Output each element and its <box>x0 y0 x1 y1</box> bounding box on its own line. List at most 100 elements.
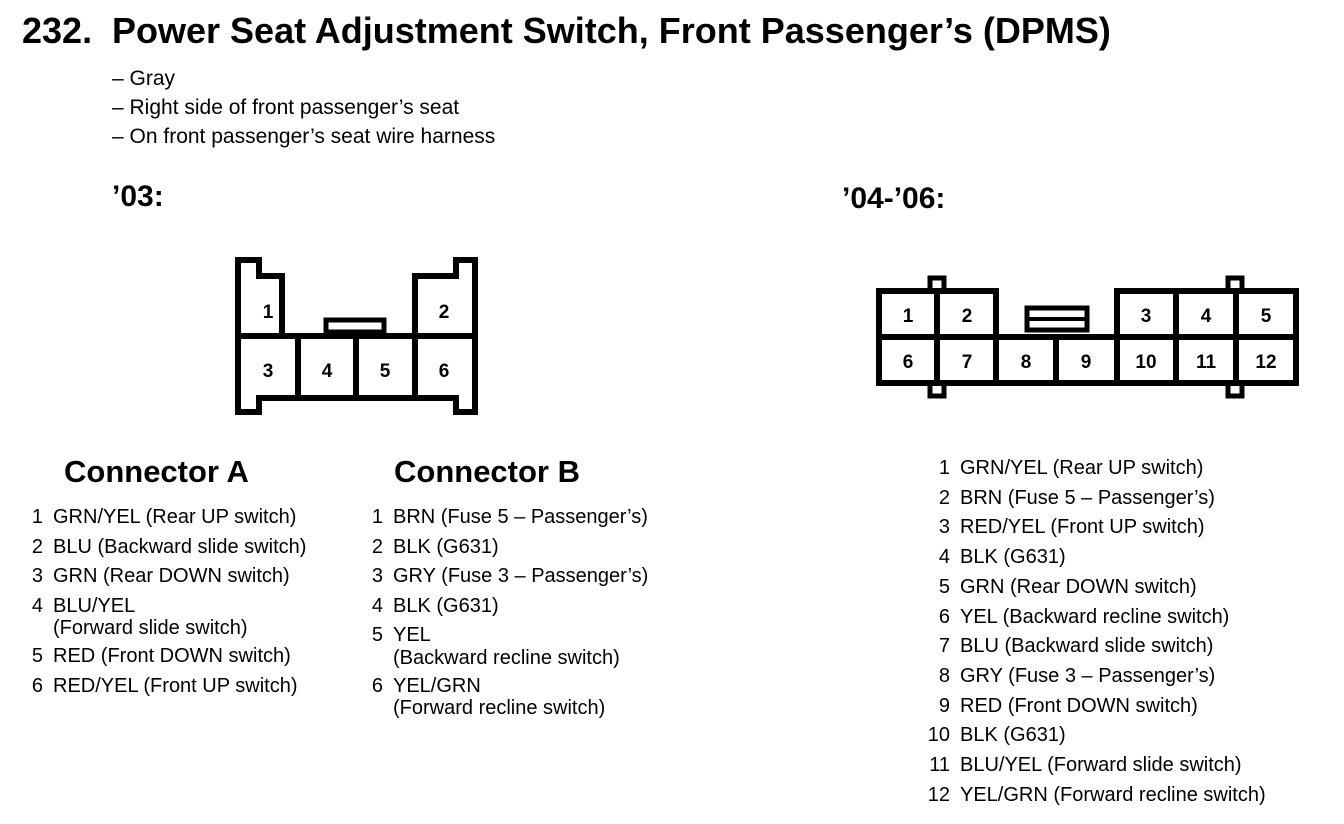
pin-number: 6 <box>371 674 383 697</box>
list-item-continuation: (Forward slide switch) <box>18 617 306 639</box>
pin-label: 2 <box>439 302 450 323</box>
pin-description: GRN (Rear DOWN switch) <box>53 565 290 587</box>
pin-number: 3 <box>31 565 43 587</box>
pin-description: BLK (G631) <box>960 546 1066 569</box>
pin-number: 11 <box>929 754 950 777</box>
pin-number: 3 <box>938 516 950 539</box>
component-notes: – Gray – Right side of front passenger’s… <box>112 64 495 151</box>
list-item: 4 BLU/YEL <box>18 592 306 622</box>
pin-number: 8 <box>938 664 950 687</box>
pin-label: 1 <box>263 302 274 323</box>
pin-description: YEL/GRN <box>393 674 481 697</box>
pin-label: 3 <box>263 361 274 382</box>
pin-number: 9 <box>938 694 950 717</box>
list-item: 1 GRN/YEL (Rear UP switch) <box>924 454 1266 484</box>
list-item: 11 BLU/YEL (Forward slide switch) <box>924 751 1266 781</box>
pin-description: RED (Front DOWN switch) <box>53 645 291 667</box>
list-item: 2 BRN (Fuse 5 – Passenger’s) <box>924 484 1266 514</box>
pin-label: 5 <box>380 361 391 382</box>
pin-description: RED (Front DOWN switch) <box>960 694 1198 717</box>
pin-label: 11 <box>1196 352 1217 373</box>
pin-description-continued: (Backward recline switch) <box>393 646 620 669</box>
list-item: 2 BLU (Backward slide switch) <box>18 533 307 563</box>
pin-number: 5 <box>938 575 950 598</box>
pin-label: 2 <box>962 306 973 327</box>
pin-description: RED/YEL (Front UP switch) <box>53 674 298 697</box>
pin-number: 7 <box>938 635 950 658</box>
year-label-2004-2006: ’04-’06: <box>842 182 946 215</box>
list-item: 1 GRN/YEL (Rear UP switch) <box>18 503 306 533</box>
connector-2004-2006-diagram: 1 2 3 4 5 6 7 8 9 10 11 12 <box>876 275 1299 399</box>
pin-description: BLK (G631) <box>960 724 1066 747</box>
pin-cavity-1 <box>235 257 285 339</box>
pin-description: YEL (Backward recline switch) <box>960 605 1230 628</box>
pin-description: YEL <box>393 624 431 646</box>
connector-a-title: Connector A <box>64 454 249 489</box>
pin-description: BLK (G631) <box>393 594 499 617</box>
pin-description: GRY (Fuse 3 – Passenger’s) <box>960 664 1216 687</box>
list-item: 6 YEL/GRN <box>358 672 648 702</box>
pin-description: BLU/YEL (Forward slide switch) <box>960 754 1242 777</box>
pin-description: GRN/YEL (Rear UP switch) <box>53 506 297 528</box>
pin-number: 2 <box>31 535 43 558</box>
pin-description-continued: (Forward recline switch) <box>393 697 606 719</box>
pin-label: 6 <box>903 352 914 373</box>
pin-description: YEL/GRN (Forward recline switch) <box>960 783 1266 806</box>
pin-label: 9 <box>1081 352 1092 373</box>
pin-number: 3 <box>371 565 383 587</box>
pin-number: 10 <box>927 724 950 747</box>
pin-description: BRN (Fuse 5 – Passenger’s) <box>960 486 1215 509</box>
pin-number: 6 <box>938 605 950 628</box>
connector-b-title: Connector B <box>394 454 580 489</box>
note-location: – Right side of front passenger’s seat <box>112 96 460 119</box>
list-item-continuation: (Backward recline switch) <box>358 647 648 669</box>
pin-label: 4 <box>1201 306 1212 327</box>
pin-description: BRN (Fuse 5 – Passenger’s) <box>393 506 648 528</box>
pin-label: 12 <box>1255 352 1276 373</box>
pin-number: 4 <box>31 594 43 617</box>
pin-description: GRN (Rear DOWN switch) <box>960 575 1197 598</box>
page-title: 232.Power Seat Adjustment Switch, Front … <box>22 10 1111 52</box>
pin-number: 1 <box>31 506 43 528</box>
connector-lower-body <box>235 333 478 415</box>
pin-description: BLK (G631) <box>393 535 499 558</box>
pin-number: 2 <box>938 486 950 509</box>
list-item: 9 RED (Front DOWN switch) <box>924 692 1266 722</box>
pin-description: RED/YEL (Front UP switch) <box>960 516 1205 539</box>
pin-description: GRY (Fuse 3 – Passenger’s) <box>393 565 649 587</box>
pin-label: 3 <box>1141 306 1152 327</box>
pin-description: GRN/YEL (Rear UP switch) <box>960 457 1204 479</box>
component-name: Power Seat Adjustment Switch, Front Pass… <box>112 10 1111 51</box>
pin-number: 6 <box>31 674 43 697</box>
pin-description: BLU/YEL <box>53 594 136 617</box>
list-item: 3 GRN (Rear DOWN switch) <box>18 562 306 592</box>
pin-description: BLU (Backward slide switch) <box>960 635 1214 658</box>
pin-description: BLU (Backward slide switch) <box>53 535 307 558</box>
list-item: 6 RED/YEL (Front UP switch) <box>18 672 306 702</box>
list-item: 7 BLU (Backward slide switch) <box>924 632 1266 662</box>
pin-number: 1 <box>938 457 950 479</box>
pin-label: 8 <box>1021 352 1032 373</box>
list-item: 12 YEL/GRN (Forward recline switch) <box>924 781 1266 811</box>
pin-label: 7 <box>962 352 973 373</box>
pin-description-continued: (Forward slide switch) <box>53 617 248 639</box>
locking-tab <box>323 317 387 335</box>
pin-cavity-2 <box>412 257 478 339</box>
pin-number: 5 <box>31 645 43 667</box>
year-label-2003: ’03: <box>112 180 164 213</box>
list-item: 5 RED (Front DOWN switch) <box>18 642 306 672</box>
list-item: 6 YEL (Backward recline switch) <box>924 603 1266 633</box>
note-color: – Gray <box>112 67 176 90</box>
list-item: 10 BLK (G631) <box>924 721 1266 751</box>
list-item: 8 GRY (Fuse 3 – Passenger’s) <box>924 662 1266 692</box>
connector-2003-diagram: 1 2 3 4 5 6 <box>235 257 478 415</box>
list-item: 3 GRY (Fuse 3 – Passenger’s) <box>358 562 648 592</box>
pin-number: 1 <box>371 506 383 528</box>
list-item: 3 RED/YEL (Front UP switch) <box>924 513 1266 543</box>
pin-number: 12 <box>927 783 950 806</box>
connector-a-pin-list: 1 GRN/YEL (Rear UP switch) 2 BLU (Backward… <box>18 503 307 702</box>
